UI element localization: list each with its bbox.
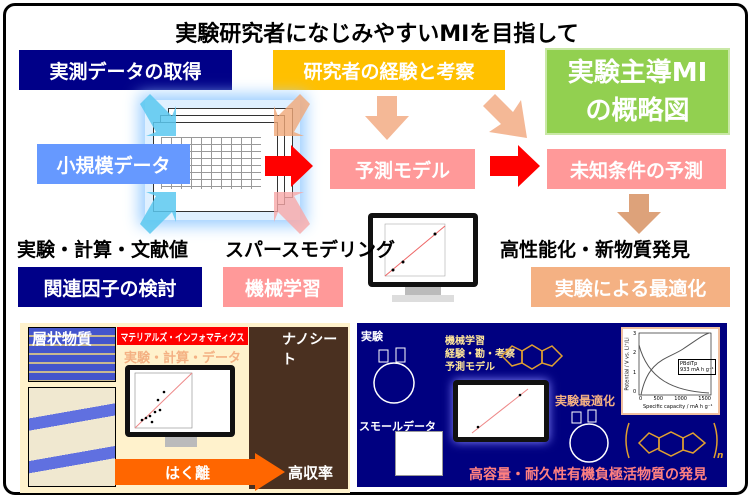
sources-label: 実験・計算・データ [123, 351, 241, 366]
discovery-label: 高容量・耐久性有機負極活物質の発見 [469, 467, 707, 483]
layered-material-image [28, 327, 116, 382]
small-data-label: 小規模データ [37, 144, 190, 184]
monitor-screen [458, 385, 544, 437]
monitor-icon [453, 380, 549, 442]
mi-banner: マテリアルズ・インフォマティクス [120, 332, 245, 344]
monitor-screen [130, 370, 230, 432]
outer-frame [3, 3, 748, 495]
ml-line: 機械学習 [445, 336, 485, 347]
y-tick: 3 [633, 331, 637, 337]
monitor-stand [165, 437, 197, 447]
mi-banner-box: マテリアルズ・インフォマティクス [117, 327, 248, 345]
researcher-experience-label: 研究者の経験と考察 [273, 50, 505, 90]
legend-entry: PBdiTp [680, 361, 698, 367]
overview-line-1: 実験主導MI [567, 57, 708, 88]
molecule-icon [500, 344, 564, 370]
crystal-structure-image [28, 387, 116, 487]
right-panel: 実験 スモールデータ 機械学習 経験・勘・考察 予測モデル 実験最適化 PBdi… [357, 323, 727, 487]
measured-data-label: 実測データの取得 [19, 50, 232, 90]
layered-material-label: 層状物質 [32, 330, 93, 348]
polymer-icon [625, 422, 718, 459]
ml-lines: 機械学習 経験・勘・考察 予測モデル [445, 335, 515, 374]
x-axis-label: Specific capacity / mA h g⁻¹ [643, 404, 713, 410]
prediction-model-label: 予測モデル [330, 149, 475, 189]
ml-line: 予測モデル [445, 362, 495, 373]
overview-title: 実験主導MI の概略図 [545, 48, 730, 135]
exfoliation-arrow-icon [115, 453, 285, 491]
factor-study-label: 関連因子の検討 [18, 267, 202, 307]
monitor-base [392, 295, 454, 302]
right-arrow-icon [265, 145, 313, 187]
experiment-label: 実験 [361, 330, 383, 343]
monitor-icon [368, 213, 478, 287]
discovery-label: 高性能化・新物質発見 [500, 239, 691, 261]
machine-learning-label: 機械学習 [223, 267, 343, 307]
data-sources-label: 実験・計算・文献値 [17, 239, 189, 261]
input-arrows-icon [140, 94, 310, 234]
nanosheet-label: ナノシート [282, 332, 338, 368]
experimental-optimization-label: 実験による最適化 [531, 267, 730, 307]
y-tick: 0 [633, 388, 637, 395]
sparse-modeling-label: スパースモデリング [225, 239, 396, 261]
down-arrow-icon [617, 194, 661, 234]
monitor-icon [125, 365, 235, 437]
flask-icon [373, 347, 415, 404]
high-yield-label: 高収率 [288, 464, 334, 482]
exfoliation-label: はく離 [165, 464, 211, 482]
monitor-screen [373, 218, 473, 282]
diagonal-arrow-icon [483, 94, 527, 138]
x-tick: 500 [653, 396, 663, 402]
y-tick: 1 [633, 369, 637, 376]
unknown-prediction-label: 未知条件の予測 [547, 149, 726, 189]
optimization-label: 実験最適化 [555, 394, 616, 408]
flask-icon [569, 409, 609, 463]
x-tick: 1000 [674, 396, 687, 402]
left-panel: 層状物質 ナノシート マテリアルズ・インフォマティクス 実験・計算・データ はく… [20, 323, 350, 493]
polymer-n: n [717, 451, 724, 461]
right-arrow-icon [490, 145, 540, 187]
y-ticks: 0 1 2 3 [633, 331, 636, 395]
small-data-label: スモールデータ [359, 420, 436, 433]
down-arrow-icon [365, 96, 409, 140]
overview-line-2: の概略図 [585, 95, 690, 126]
page-title: 実験研究者になじみやすいMIを目指して [175, 22, 579, 47]
x-ticks: 0 500 1000 1500 [639, 396, 711, 402]
x-tick: 1500 [698, 396, 711, 402]
monitor-stand [405, 287, 441, 295]
y-axis-label: Potential / V vs. Li⁺/Li [624, 337, 631, 391]
data-sheet-icon [395, 431, 443, 476]
legend-entry: 933 mA h g⁻¹ [680, 367, 714, 373]
ml-line: 経験・勘・考察 [445, 349, 515, 360]
y-tick: 2 [633, 350, 637, 357]
x-tick: 0 [639, 396, 643, 402]
